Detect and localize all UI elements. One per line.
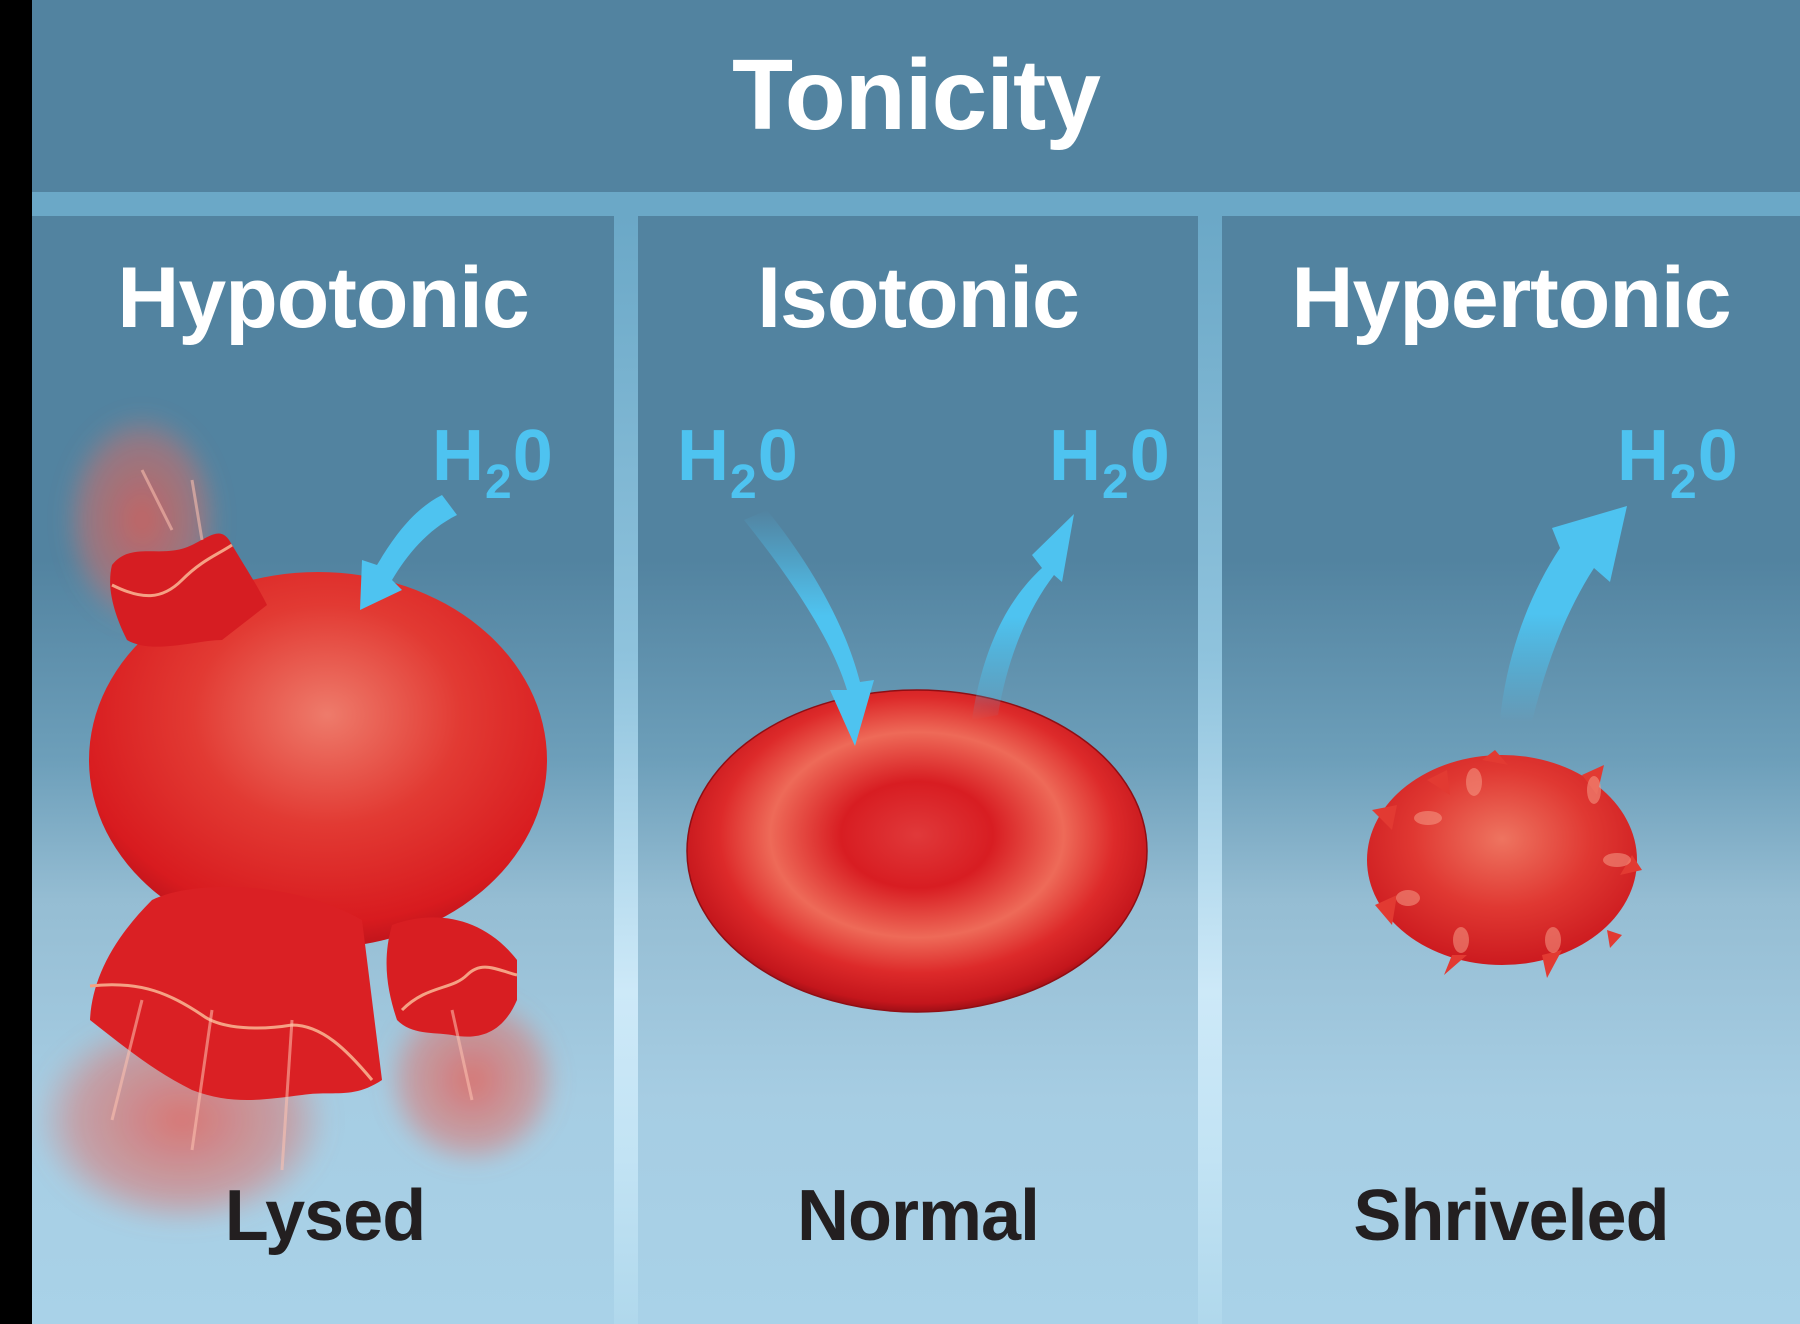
h2o-subscript: 2 — [1670, 456, 1697, 509]
h2o-subscript: 2 — [730, 456, 757, 509]
water-label-isotonic-in: H20 — [677, 416, 798, 509]
normal-cell-illustration — [686, 689, 1148, 1013]
panel-divider-1 — [614, 216, 638, 1324]
h2o-zero: 0 — [757, 416, 798, 496]
h2o-subscript: 2 — [1102, 456, 1129, 509]
result-lysed: Lysed — [224, 1176, 426, 1256]
h2o-h: H — [432, 416, 484, 496]
lysed-cell-illustration — [32, 410, 562, 1230]
artwork-layer — [32, 410, 1642, 1230]
header-band — [32, 0, 1800, 192]
water-efflux-arrow-isotonic — [972, 514, 1074, 720]
water-efflux-arrow-hypertonic — [1500, 506, 1627, 722]
panel-divider-2 — [1198, 216, 1222, 1324]
water-influx-arrow-isotonic — [744, 510, 874, 746]
shriveled-cell-illustration — [1367, 750, 1642, 978]
heading-hypotonic: Hypotonic — [117, 250, 529, 346]
h2o-h: H — [677, 416, 729, 496]
heading-isotonic: Isotonic — [757, 250, 1080, 346]
h2o-zero: 0 — [1697, 416, 1738, 496]
tonicity-diagram: Tonicity — [32, 0, 1800, 1324]
water-label-isotonic-out: H20 — [1049, 416, 1170, 509]
diagram-title: Tonicity — [732, 39, 1101, 151]
h2o-zero: 0 — [1129, 416, 1170, 496]
h2o-subscript: 2 — [485, 456, 512, 509]
water-influx-arrow-hypotonic — [360, 495, 457, 610]
water-label-hypotonic-in: H20 — [432, 416, 553, 509]
result-shriveled: Shriveled — [1353, 1176, 1669, 1256]
header-divider-stripe — [32, 192, 1800, 216]
heading-hypertonic: Hypertonic — [1291, 250, 1731, 346]
h2o-h: H — [1049, 416, 1101, 496]
result-normal: Normal — [796, 1176, 1040, 1256]
water-label-hypertonic-out: H20 — [1617, 416, 1738, 509]
h2o-zero: 0 — [512, 416, 553, 496]
h2o-h: H — [1617, 416, 1669, 496]
